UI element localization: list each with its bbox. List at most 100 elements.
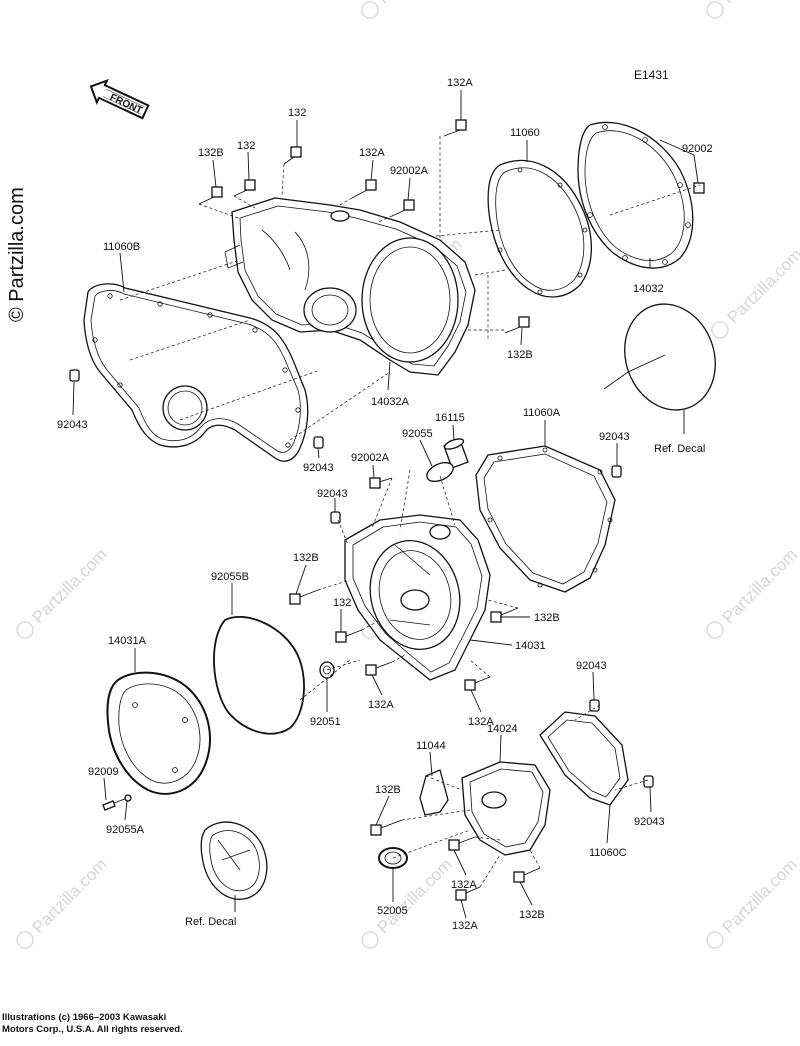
watermark: Partzilla.com xyxy=(16,545,111,639)
callout-label: 132B xyxy=(534,612,560,624)
cover-14031 xyxy=(344,514,491,681)
callout-label: 132B xyxy=(293,552,319,564)
callout-label: 132A xyxy=(368,699,394,711)
callout-label: 92009 xyxy=(88,766,119,778)
o-ring-92055b xyxy=(213,615,305,735)
bolt xyxy=(464,676,491,691)
bolt xyxy=(448,836,476,851)
callout-label: 92043 xyxy=(599,431,630,443)
callout-label: 92002A xyxy=(351,452,390,464)
callout-label: 132A xyxy=(451,879,477,891)
callout-labels: 132A 132 132 132B 132A 92002A 11060 9200… xyxy=(57,77,713,932)
callout-label: 92043 xyxy=(576,660,607,672)
callout-label: 14024 xyxy=(487,723,518,735)
callout-label: 14031 xyxy=(515,640,546,652)
gasket-11060a xyxy=(475,445,616,593)
svg-text:Partzilla.com: Partzilla.com xyxy=(719,545,800,627)
watermark: Partzilla.com xyxy=(361,855,456,949)
callout-label: 92043 xyxy=(57,419,88,431)
cover-14032 xyxy=(577,121,694,269)
callout-label: 11060B xyxy=(103,241,140,253)
bolt xyxy=(504,316,530,334)
cover-14024 xyxy=(461,761,551,856)
callout-label: 92043 xyxy=(317,488,348,500)
callout-label: 11060A xyxy=(523,407,561,419)
watermark: Partzilla.com xyxy=(706,545,800,639)
callout-label: 92043 xyxy=(634,816,665,828)
callout-label: 14031A xyxy=(108,635,147,647)
callout-label: 132B xyxy=(375,784,401,796)
callout-label: 132 xyxy=(333,597,351,609)
callout-label: 132A xyxy=(447,77,473,89)
bolt xyxy=(443,119,467,137)
watermark: Partzilla.com xyxy=(711,245,800,339)
callout-label: 132B xyxy=(507,349,533,361)
bolt xyxy=(490,607,519,623)
svg-text:Partzilla.com: Partzilla.com xyxy=(719,0,800,7)
svg-text:Partzilla.com: Partzilla.com xyxy=(724,245,800,327)
callout-label: 11044 xyxy=(416,740,446,752)
gasket-11060b xyxy=(83,283,309,462)
svg-text:Partzilla.com: Partzilla.com xyxy=(29,545,111,627)
cap-16115 xyxy=(443,438,469,469)
callout-label: 132A xyxy=(452,920,478,932)
cover-14031a xyxy=(106,671,211,795)
callout-label: 92055B xyxy=(211,571,249,583)
bolt xyxy=(233,179,256,197)
bolt xyxy=(391,199,415,217)
callout-label: Ref. Decal xyxy=(185,916,236,928)
diagram-code: E1431 xyxy=(634,68,669,82)
bolt xyxy=(283,146,302,165)
callout-label: 132A xyxy=(359,147,385,159)
callout-label: 132B xyxy=(519,909,545,921)
bolt xyxy=(351,179,377,199)
callout-label: 11060 xyxy=(510,127,540,139)
bolt xyxy=(693,182,705,194)
dowel-92043 xyxy=(313,436,324,449)
watermark: Partzilla.com xyxy=(361,0,456,19)
ring-92055a xyxy=(124,794,132,802)
callout-label: 92002 xyxy=(682,143,713,155)
gasket-11060c xyxy=(539,711,629,806)
callout-label: 92055A xyxy=(106,824,145,836)
site-mark: © Partzilla.com xyxy=(6,187,28,322)
svg-text:Partzilla.com: Partzilla.com xyxy=(29,855,111,937)
dowel-92043 xyxy=(69,369,80,382)
front-arrow-icon: FRONT xyxy=(89,78,150,120)
bolt xyxy=(513,867,541,883)
copyright-line: Illustrations (c) 1966–2003 Kawasaki xyxy=(2,1012,167,1023)
leader-lines xyxy=(72,90,699,919)
callout-label: 92043 xyxy=(303,462,334,474)
callout-label: 14032A xyxy=(371,396,410,408)
callout-label: 92055 xyxy=(402,428,433,440)
callout-label: 92051 xyxy=(310,716,341,728)
bracket-11044 xyxy=(419,769,449,816)
bolt xyxy=(335,629,363,643)
bolt xyxy=(369,477,393,489)
callout-label: 11060C xyxy=(589,847,627,859)
bolt xyxy=(365,661,393,676)
callout-label: 52005 xyxy=(377,905,408,917)
callout-label: 14032 xyxy=(633,283,664,295)
callout-label: 132 xyxy=(237,140,255,152)
bolt xyxy=(289,589,319,605)
o-ring-92055 xyxy=(426,461,454,483)
copyright-notice: Illustrations (c) 1966–2003 Kawasaki Mot… xyxy=(2,1012,183,1036)
bolt xyxy=(370,819,403,836)
watermark: Partzilla.com xyxy=(706,0,800,19)
dowel-92043 xyxy=(611,465,622,478)
callout-label: 92002A xyxy=(390,165,429,177)
assembly-lines xyxy=(119,136,701,888)
ref-decal-top xyxy=(603,303,716,411)
ref-decal-bottom xyxy=(200,821,268,900)
svg-text:Partzilla.com: Partzilla.com xyxy=(374,0,456,7)
dowel-92043 xyxy=(589,699,600,712)
callout-label: 132A xyxy=(468,716,494,728)
callout-label: Ref. Decal xyxy=(654,443,705,455)
watermark: Partzilla.com xyxy=(706,855,800,949)
bolt xyxy=(198,186,223,205)
svg-text:Partzilla.com: Partzilla.com xyxy=(719,855,800,937)
callout-label: 16115 xyxy=(435,412,465,424)
copyright-line: Motors Corp., U.S.A. All rights reserved… xyxy=(2,1024,183,1035)
